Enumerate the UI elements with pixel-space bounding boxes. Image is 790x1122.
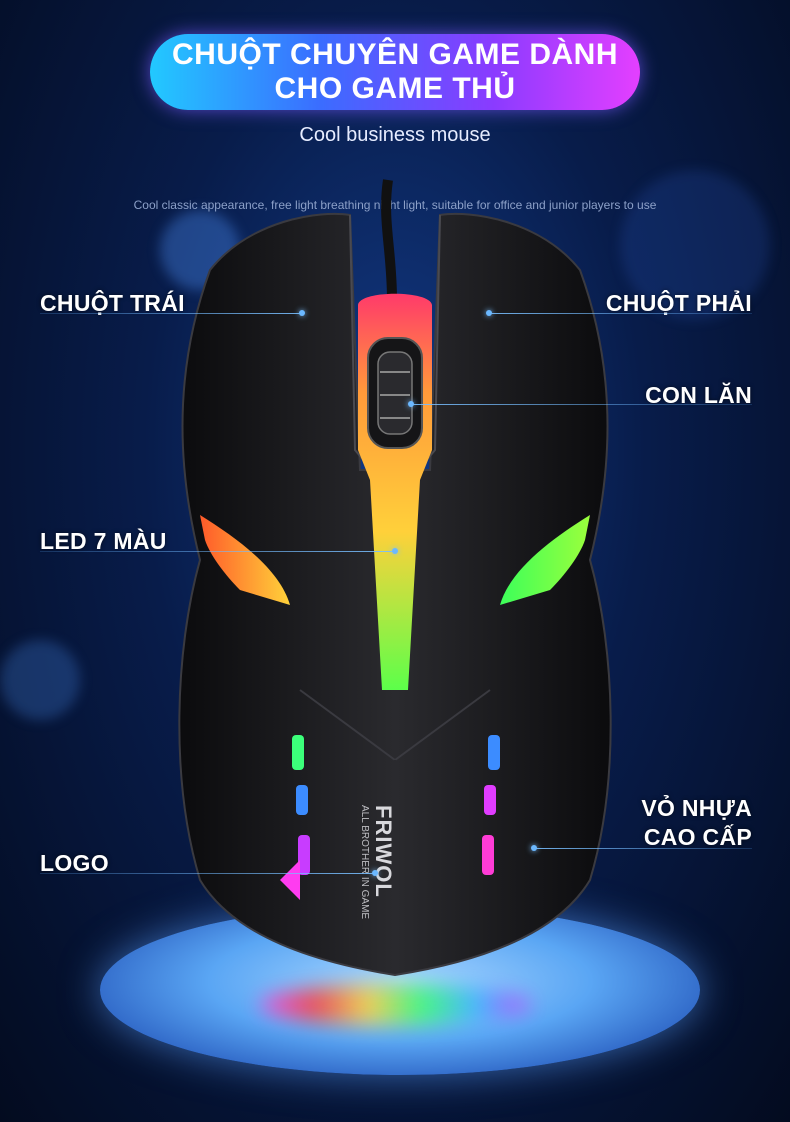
leader-line (40, 551, 396, 552)
mouse-logo: FRIWOL ALL BROTHER IN GAME (345, 805, 396, 945)
callout-dot (531, 845, 537, 851)
callout-scroll-wheel: CON LĂN (645, 382, 752, 408)
title-banner: CHUỘT CHUYÊN GAME DÀNH CHO GAME THỦ (150, 34, 640, 110)
led-segment (488, 735, 500, 770)
led-segment (298, 835, 310, 875)
led-segment (292, 735, 304, 770)
left-led (200, 515, 290, 605)
brand-name: FRIWOL (371, 805, 396, 898)
callout-dot (392, 548, 398, 554)
description: Cool classic appearance, free light brea… (133, 198, 657, 212)
leader-line (490, 313, 752, 314)
platform-rgb-light (260, 985, 530, 1025)
background-glow (620, 170, 770, 320)
subtitle: Cool business mouse (299, 124, 491, 146)
callout-logo: LOGO (40, 850, 109, 876)
callout-dot (408, 401, 414, 407)
callout-shell-line1: VỎ NHỰA (641, 795, 752, 821)
callout-right-click: CHUỘT PHẢI (605, 290, 752, 316)
callout-shell-line2: CAO CẤP (643, 824, 752, 850)
led-segment (482, 835, 494, 875)
leader-line (40, 313, 302, 314)
callout-dot (486, 310, 492, 316)
brand-tagline: ALL BROTHER IN GAME (359, 805, 370, 920)
leader-line (40, 873, 376, 874)
right-led (500, 515, 590, 605)
led-segment (296, 785, 308, 815)
callout-led: LED 7 MÀU (40, 528, 167, 554)
background-glow (0, 640, 80, 720)
callout-dot (299, 310, 305, 316)
leader-line (412, 404, 752, 405)
title-line-1: CHUỘT CHUYÊN GAME DÀNH (172, 38, 618, 71)
title-line-2: CHO GAME THỦ (274, 72, 516, 105)
leader-line (536, 848, 752, 849)
callout-left-click: CHUỘT TRÁI (40, 290, 185, 316)
led-segment (484, 785, 496, 815)
mouse-cable (381, 179, 397, 301)
callout-dot (372, 870, 378, 876)
